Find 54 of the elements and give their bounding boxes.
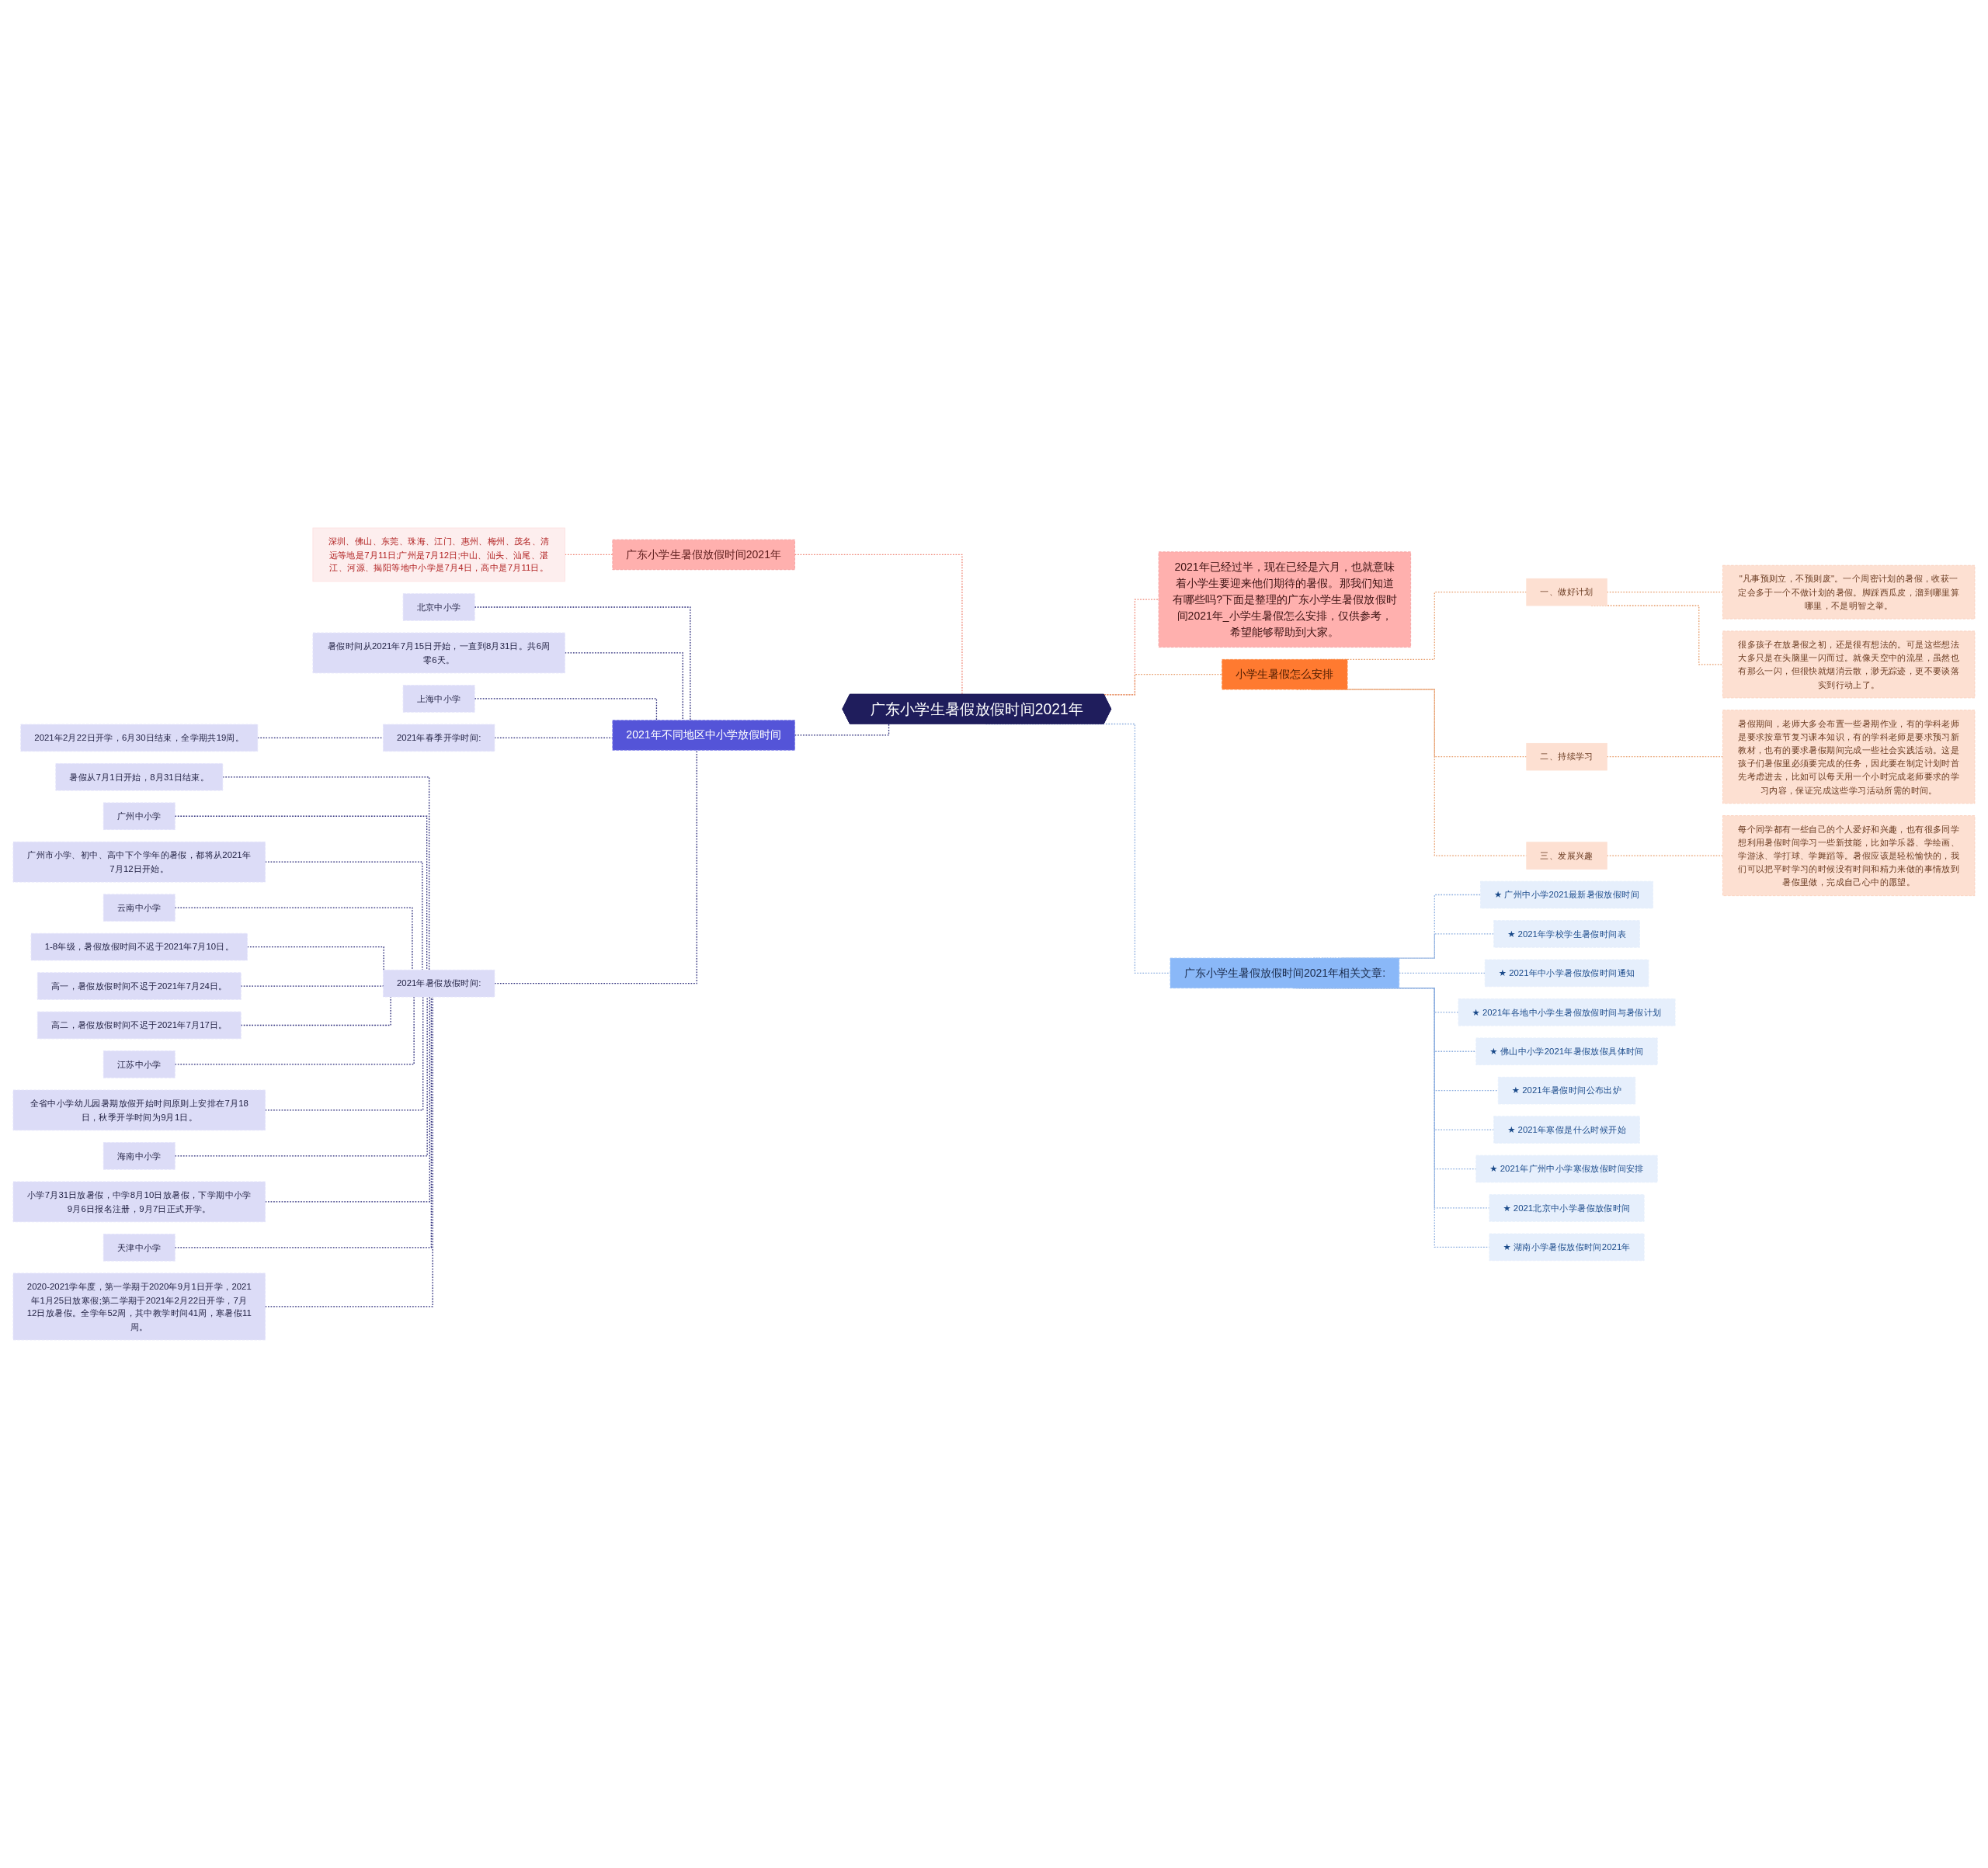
node-box: 广州中小学 [103, 802, 176, 831]
node-box: "凡事预则立，不预则废"。一个周密计划的暑假，收获一定会多于一个不做计划的暑假。脚踩西瓜皮，溜到哪里算哪里，不是明智之举。 [1722, 564, 1976, 620]
connector [222, 776, 430, 971]
node-box: ★ 佛山中小学2021年暑假放假具体时间 [1475, 1037, 1658, 1066]
node-box: ★ 2021年学校学生暑假时间表 [1493, 920, 1640, 948]
node-box: 江苏中小学 [103, 1050, 176, 1078]
node-box: 每个同学都有一些自己的个人爱好和兴趣，也有很多同学想利用暑假时间学习一些新技能，比如学乐器、学绘画、学游泳、学打球、学舞蹈等。暑假应该是轻松愉快的，我们可以把平时学习的时候没有时间和精力来做的事情放到暑假里做，完成自己心中的愿望。 [1722, 815, 1976, 897]
connector [494, 749, 697, 984]
connector [794, 554, 963, 696]
connector [246, 946, 384, 971]
node-box: 深圳、佛山、东莞、珠海、江门、惠州、梅州、茂名、清远等地是7月11日;广州是7月12日;中山、汕头、汕尾、湛江、河源、揭阳等地中小学是7月4日，高中是7月11日。 [312, 527, 565, 582]
node-box: 广东小学生暑假放假时间2021年相关文章: [1170, 957, 1400, 989]
node-box: ★ 2021年各地中小学生暑假放假时间与暑假计划 [1458, 998, 1676, 1026]
node-box: ★ 2021年寒假是什么时候开始 [1493, 1116, 1640, 1144]
node-box: ★ 湖南小学暑假放假时间2021年 [1489, 1233, 1645, 1262]
node-box: 2020-2021学年度，第一学期于2020年9月1日开学，2021年1月25日放寒假;第二学期于2021年2月22日开学，7月12日放暑假。全学年52周，其中教学时间41周，寒暑假11周。 [12, 1273, 266, 1341]
node-box: ★ 2021年广州中小学寒假放假时间安排 [1475, 1154, 1658, 1183]
node-box: ★ 2021年暑假时间公布出炉 [1497, 1076, 1636, 1105]
node-box: 2021年2月22日开学，6月30日结束，全学期共19周。 [20, 724, 259, 752]
node-box: 暑假期间，老师大多会布置一些暑期作业，有的学科老师是要求按章节复习课本知识，有的学科老师是要求预习新教材，也有的要求暑假期间完成一些社会实践活动。这是孩子们暑假里必须要完成的任务，因此要在制定计划时首先考虑进去，比如可以每天用一个小时完成老师要求的学习内容，保证完成这些学习活动所需的时间。 [1722, 710, 1976, 804]
node-box: 云南中小学 [103, 894, 176, 922]
node-box: 小学生暑假怎么安排 [1222, 659, 1348, 690]
node-box: 2021年不同地区中小学放假时间 [612, 720, 795, 751]
node-box: 暑假从7月1日开始，8月31日结束。 [55, 763, 224, 791]
connector [174, 815, 428, 971]
node-box: 一、做好计划 [1526, 578, 1607, 606]
node-box: 海南中小学 [103, 1142, 176, 1170]
node-box: 暑假时间从2021年7月15日开始，一直到8月31日。共6周零6天。 [312, 632, 565, 674]
connector [264, 996, 433, 1307]
node-box: 高一，暑假放假时间不迟于2021年7月24日。 [36, 972, 242, 1000]
connector [564, 652, 683, 721]
node-box: 广东小学生暑假放假时间2021年 [612, 539, 795, 571]
node-box: 2021年已经过半，现在已经是六月，也就意味着小学生要迎来他们期待的暑假。那我们知道有哪些吗?下面是整理的广东小学生暑假放假时间2021年_小学生暑假怎么安排，仅供参考，希望能够帮助到大家。 [1158, 551, 1412, 648]
connector [794, 723, 890, 736]
node-box: 北京中小学 [402, 593, 475, 621]
connector [174, 996, 428, 1157]
node-box: ★ 2021北京中小学暑假放假时间 [1489, 1194, 1645, 1222]
connector [174, 907, 413, 971]
node-box: 二、持续学习 [1526, 743, 1607, 771]
node-box: 高二，暑假放假时间不迟于2021年7月17日。 [36, 1011, 242, 1040]
node-box: 1-8年级，暑假放假时间不迟于2021年7月10日。 [30, 932, 248, 961]
connector [1399, 972, 1486, 974]
node-box: 天津中小学 [103, 1234, 176, 1262]
node-box: 2021年春季开学时间: [383, 724, 495, 752]
node-box: 广州市小学、初中、高中下个学年的暑假，都将从2021年7月12日开始。 [12, 841, 266, 883]
node-box: 小学7月31日放暑假，中学8月10日放暑假，下学期中小学9月6日报名注册，9月7日正式开学。 [12, 1181, 266, 1223]
node-box: 三、发展兴趣 [1526, 842, 1607, 870]
node-box: 上海中小学 [402, 685, 475, 713]
node-box: ★ 2021年中小学暑假放假时间通知 [1484, 959, 1649, 988]
connector [174, 996, 432, 1248]
node-box: 很多孩子在放暑假之初，还是很有想法的。可是这些想法大多只是在头脑里一闪而过。就像天空中的流星，虽然也有那么一闪，但很快就烟消云散，渺无踪迹，更不要谈落实到行动上了。 [1722, 630, 1976, 699]
node-box: 全省中小学幼儿园暑期放假开始时间原则上安排在7月18日，秋季开学时间为9月1日。 [12, 1089, 266, 1131]
node-box: 2021年暑假放假时间: [383, 969, 495, 998]
node-box: ★ 广州中小学2021最新暑假放假时间 [1480, 880, 1653, 909]
